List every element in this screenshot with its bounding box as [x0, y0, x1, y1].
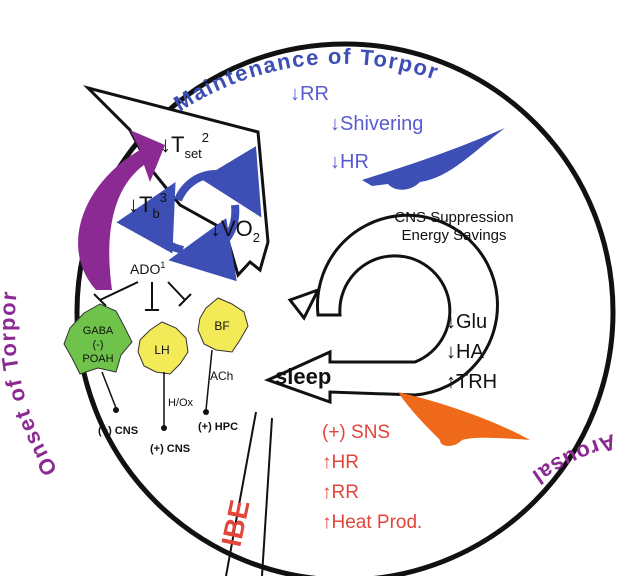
- gaba-output-label: (+) CNS: [98, 425, 138, 437]
- bf-output-line: [205, 349, 213, 411]
- sleep-spiral-arrow: [263, 213, 499, 405]
- purple-onset-arrow: [78, 130, 165, 290]
- cycle-arrow-right: [168, 204, 240, 282]
- blue-blade: [362, 128, 505, 190]
- bf-label: BF: [214, 319, 229, 333]
- ach-label: ACh: [210, 369, 233, 383]
- arousal-title: Arousal: [527, 429, 619, 490]
- arousal-sns: (+) SNS: [322, 422, 390, 443]
- lh-output-label: (+) CNS: [150, 443, 190, 455]
- sleep-label: sleep: [275, 364, 331, 389]
- gaba-label-3: POAH: [82, 353, 113, 365]
- ado-label: ADO1: [130, 260, 165, 277]
- spiral-inner-arrowhead: [287, 287, 322, 321]
- arousal-heat: ↑Heat Prod.: [322, 512, 422, 533]
- ibe-band-line-2: [261, 417, 273, 576]
- orange-blade: [398, 392, 530, 446]
- hormone-glu: ↓Glu: [446, 311, 487, 333]
- onset-title: Onset of Torpor: [0, 289, 62, 480]
- lh-label: LH: [154, 343, 169, 357]
- bf-output-dot: [203, 409, 209, 415]
- lh-output-dot: [161, 425, 167, 431]
- ibe-label: IBE: [216, 497, 256, 549]
- vo2-label: ↓VO2: [210, 216, 260, 245]
- cns-suppression: CNS Suppression: [394, 209, 513, 226]
- maintenance-hr: ↓HR: [330, 151, 369, 173]
- lh-node: [137, 321, 189, 375]
- ibe-band-line-1: [225, 411, 257, 576]
- gaba-output-line: [101, 371, 117, 409]
- bf-node: [197, 297, 249, 353]
- gaba-output-dot: [113, 407, 119, 413]
- energy-savings: Energy Savings: [401, 227, 506, 244]
- arousal-rr: ↑RR: [322, 482, 359, 503]
- cycle-arrow-top: [174, 146, 262, 218]
- arousal-hr: ↑HR: [322, 452, 359, 473]
- gaba-label-1: GABA: [83, 325, 114, 337]
- gaba-node: [63, 303, 133, 375]
- tb-label: ↓Tb3: [128, 190, 167, 221]
- hormone-ha: ↓HA: [446, 341, 484, 363]
- maintenance-shivering: ↓Shivering: [330, 113, 423, 135]
- hormone-trh: ↑TRH: [446, 371, 497, 393]
- gaba-label-2: (-): [93, 339, 104, 351]
- ado-inhibit-lines: [93, 281, 192, 311]
- maintenance-rr: ↓RR: [290, 83, 329, 105]
- cycle-arrow-left: [116, 182, 185, 254]
- outer-circle: [74, 41, 616, 576]
- hox-label: H/Ox: [168, 397, 194, 409]
- tset-label: ↓Tset2: [160, 130, 209, 161]
- bf-output-label: (+) HPC: [198, 421, 238, 433]
